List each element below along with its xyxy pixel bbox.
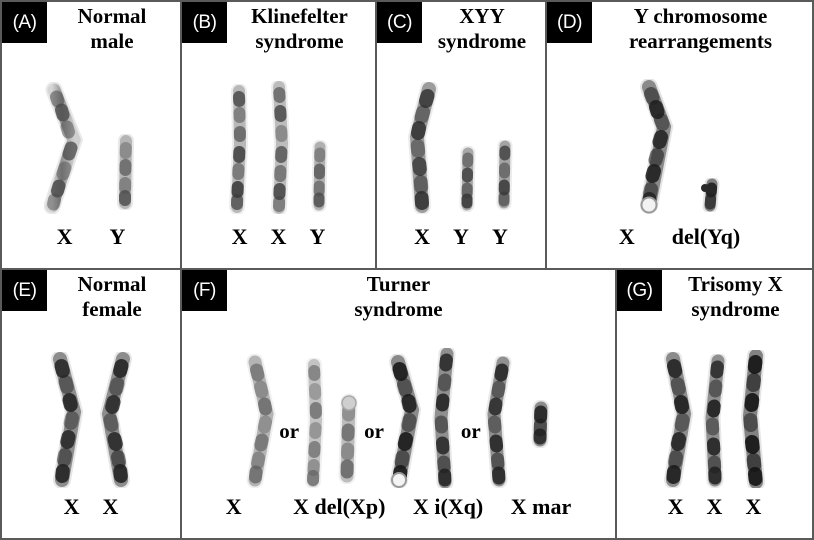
- chromosome-stage-e: [2, 348, 180, 488]
- chromosome-y: [496, 140, 513, 210]
- chromosome-x: [663, 352, 693, 488]
- chromosome-y: [311, 140, 327, 212]
- chromosome-x: [228, 84, 248, 214]
- panel-title-b-line1: Klinefelter: [251, 4, 348, 28]
- chromosome-mar: [531, 400, 550, 448]
- karyotype-label-x: X: [618, 224, 635, 249]
- panel-title-f-line1: Turner: [366, 272, 431, 296]
- chromosome-stage-b: [182, 74, 375, 214]
- panel-caption-b: X X Y: [182, 224, 375, 250]
- panel-b-klinefelter[interactable]: (B) Klinefelter syndrome: [182, 2, 377, 268]
- panel-title-g-line2: syndrome: [691, 297, 780, 321]
- panel-title-c-line1: XYY: [459, 4, 505, 28]
- karyotype-label-x3: X: [745, 494, 762, 519]
- panel-a-normal-male[interactable]: (A) Normal male: [2, 2, 182, 268]
- panel-title-f: Turner syndrome: [182, 272, 615, 322]
- chromosome-del-yq: [701, 178, 720, 212]
- karyotype-label-x2: X: [102, 494, 119, 519]
- karyotype-label-x-del-xp: X del(Xp): [293, 494, 386, 519]
- chromosome-stage-g: [617, 348, 812, 488]
- panel-caption-a: X Y: [2, 224, 180, 250]
- karyotype-label-del-yq: del(Yq): [671, 224, 741, 249]
- panel-tag-f: (F): [182, 270, 227, 311]
- panel-e-normal-female[interactable]: (E) Normal female: [2, 270, 182, 538]
- panel-caption-g: X X X: [617, 494, 812, 520]
- chromosome-x: [246, 354, 276, 488]
- chromosome-y: [459, 146, 476, 212]
- chromosome-x: [407, 82, 438, 214]
- chromosome-stage-c: [377, 74, 545, 214]
- chromosome-stage-f: or: [182, 348, 615, 488]
- panel-d-y-rearrangements[interactable]: (D) Y chromosome rearrangements: [547, 2, 812, 268]
- chromosome-x: [50, 352, 83, 488]
- panel-title-a-line2: male: [90, 29, 134, 53]
- panel-caption-d: X del(Yq): [547, 224, 812, 250]
- chromosome-x: [388, 354, 422, 488]
- panel-tag-a: (A): [2, 2, 47, 43]
- karyotype-label-y: Y: [109, 224, 126, 249]
- panel-row-top: (A) Normal male: [2, 2, 812, 270]
- chromosome-stage-d: [547, 74, 812, 214]
- chromosome-x: [740, 350, 765, 488]
- karyotype-label-y1: Y: [453, 224, 469, 249]
- panel-tag-d: (D): [547, 2, 592, 43]
- karyotype-label-x: X: [225, 494, 242, 519]
- chromosome-stage-a: [2, 74, 180, 214]
- panel-title-c-line2: syndrome: [437, 29, 527, 53]
- chromosome-y: [116, 134, 134, 210]
- chromosome-x: [270, 81, 290, 214]
- chromosome-x: [305, 358, 325, 488]
- panel-title-f-line2: syndrome: [354, 297, 443, 321]
- panel-caption-e: X X: [2, 494, 180, 520]
- karyotype-label-x1: X: [667, 494, 684, 519]
- karyotype-label-x1: X: [63, 494, 80, 519]
- panel-title-g-line1: Trisomy X: [688, 272, 783, 296]
- panel-title-b-line2: syndrome: [255, 29, 344, 53]
- panel-c-xyy[interactable]: (C) XYY syndrome: [377, 2, 547, 268]
- karyotype-label-x-i-xq: X i(Xq): [412, 494, 484, 519]
- karyotype-label-x2: X: [270, 224, 287, 249]
- chromosome-x: [702, 354, 726, 488]
- panel-title-e-line2: female: [82, 297, 142, 321]
- separator-or-2: or: [364, 419, 384, 443]
- panel-title-d-line1: Y chromosome: [633, 4, 768, 28]
- separator-or-3: or: [460, 419, 481, 443]
- chromosome-x: [99, 352, 132, 488]
- karyotype-label-x: X: [56, 224, 73, 249]
- chromosome-x: [485, 356, 512, 488]
- separator-or-1: or: [279, 419, 300, 443]
- karyotype-label-y: Y: [309, 224, 326, 249]
- karyotype-label-y2: Y: [491, 224, 508, 249]
- panel-title-e-line1: Normal: [77, 272, 147, 296]
- panel-row-bottom: (E) Normal female: [2, 270, 812, 538]
- panel-tag-b: (B): [182, 2, 227, 43]
- chromosome-del-xp: [338, 393, 358, 484]
- chromosome-x: [640, 79, 674, 214]
- panel-g-trisomy-x[interactable]: (G) Trisomy X syndrome: [617, 270, 812, 538]
- panel-tag-e: (E): [2, 270, 47, 311]
- panel-tag-c: (C): [377, 2, 422, 43]
- karyotype-label-x1: X: [231, 224, 248, 249]
- panel-caption-f: X X del(Xp) X i(Xq) X mar: [182, 494, 615, 520]
- panel-tag-g: (G): [617, 270, 662, 311]
- karyotype-label-x2: X: [706, 494, 723, 519]
- panel-title-d-line2: rearrangements: [628, 29, 773, 53]
- chromosome-x: [43, 82, 83, 214]
- panel-caption-c: X Y Y: [377, 224, 545, 250]
- karyotype-label-x: X: [414, 224, 431, 249]
- panel-f-turner[interactable]: (F) Turner syndrome: [182, 270, 617, 538]
- chromosome-i-xq: [432, 348, 456, 488]
- panel-title-a-line1: Normal: [77, 4, 147, 28]
- karyotype-label-x-mar: X mar: [510, 494, 572, 519]
